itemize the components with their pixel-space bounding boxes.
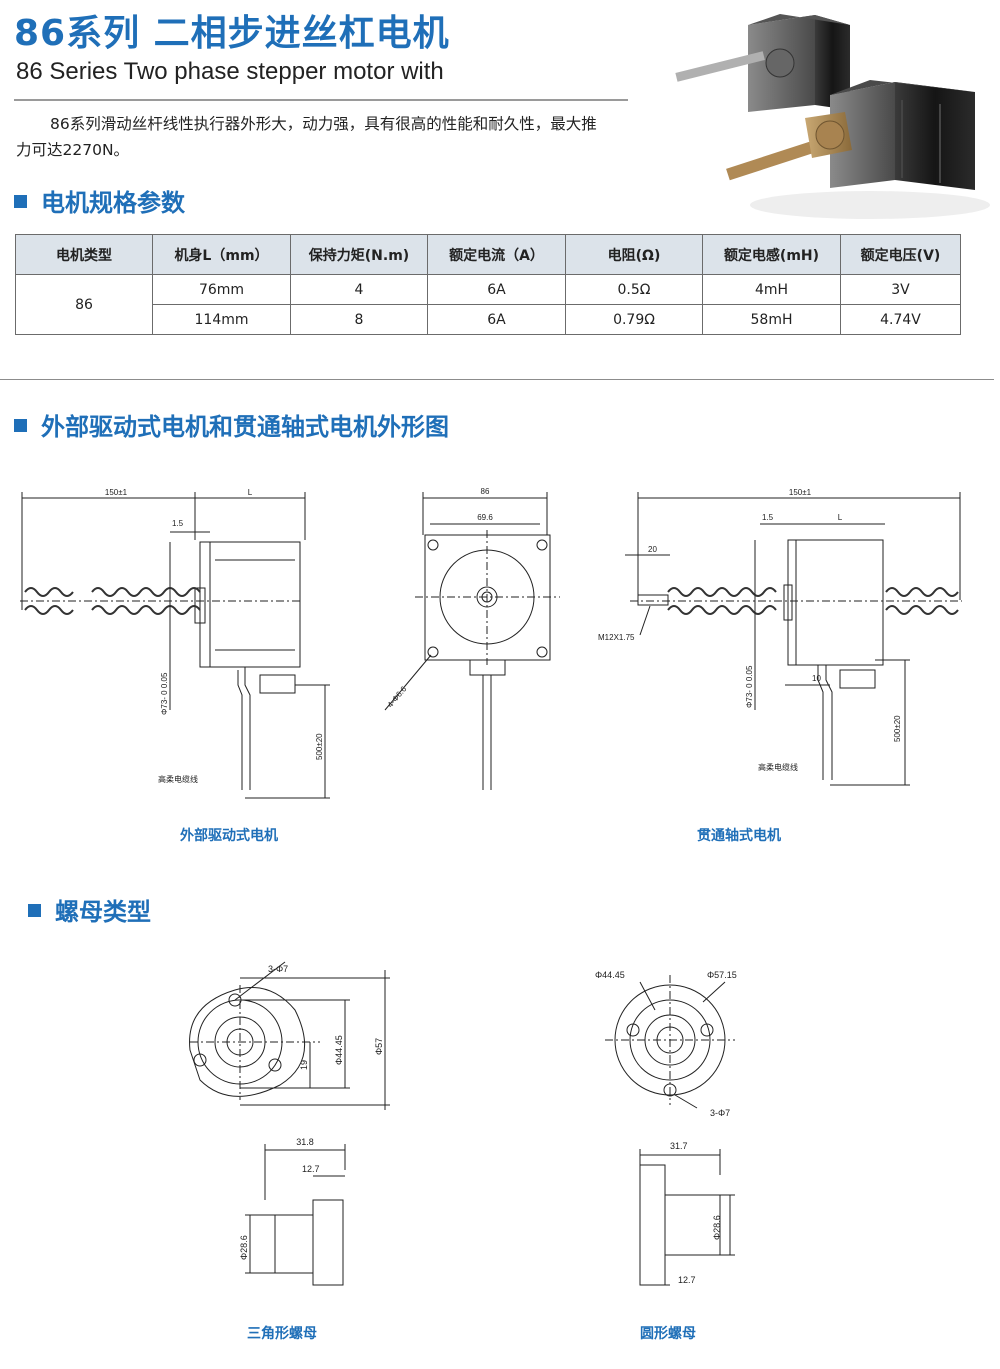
section-nut-label: 螺母类型 (55, 898, 151, 926)
page-subtitle: 86 Series Two phase stepper motor with (16, 58, 444, 85)
table-cell: 0.79Ω (565, 304, 703, 335)
table-row: 114mm 8 6A 0.79Ω 58mH 4.74V (16, 304, 961, 335)
section-spec-title: 电机规格参数 (14, 183, 185, 218)
table-cell: 0.5Ω (565, 274, 703, 305)
dim-20: 20 (648, 545, 657, 554)
dim-86: 86 (481, 487, 490, 496)
dim-thread: M12X1.75 (598, 633, 635, 642)
dim-1-5: 1.5 (762, 513, 774, 522)
dim-holes: 3-Φ7 (710, 1108, 730, 1118)
section-outline-label: 外部驱动式电机和贯通轴式电机外形图 (41, 413, 449, 441)
section-spec-label: 电机规格参数 (41, 189, 185, 217)
table-cell-motor-type: 86 (15, 274, 153, 335)
dim-44-45: Φ44.45 (595, 970, 625, 980)
dim-150: 150±1 (789, 488, 812, 497)
table-header-cell: 额定电感(mH) (702, 234, 841, 275)
section-outline-title: 外部驱动式电机和贯通轴式电机外形图 (14, 407, 449, 442)
section-divider (0, 379, 994, 380)
table-header-cell: 电机类型 (15, 234, 153, 275)
external-motor-caption: 外部驱动式电机 (180, 828, 278, 844)
table-header-cell: 电阻(Ω) (565, 234, 703, 275)
external-motor-drawing: 150±1 L 1.5 Φ73- 0 0.05 500±20 高柔电缆线 (20, 488, 330, 799)
dim-phi73: Φ73- 0 0.05 (160, 672, 169, 715)
dim-holes: 4-Φ6.6 (386, 684, 409, 709)
spec-table: 电机类型 机身L（mm） 保持力矩(N.m) 额定电流（A） 电阻(Ω) 额定电… (15, 234, 961, 335)
table-header-cell: 机身L（mm） (152, 234, 291, 275)
dim-1-5: 1.5 (172, 519, 184, 528)
front-view-drawing: 86 69.6 4-Φ6.6 (384, 487, 560, 790)
dim-phi73: Φ73- 0 0.05 (745, 665, 754, 708)
dim-500: 500±20 (893, 715, 902, 742)
dim-31-8: 31.8 (296, 1137, 314, 1147)
through-motor-caption: 贯通轴式电机 (697, 828, 781, 844)
tri-nut-top-drawing: 3-Φ7 Φ57 Φ44.45 19 (189, 961, 390, 1110)
bullet-marker (14, 195, 27, 208)
table-cell: 76mm (152, 274, 291, 305)
tri-nut-caption: 三角形螺母 (247, 1326, 317, 1342)
dim-holes: 3-Φ7 (268, 964, 288, 974)
bullet-marker (14, 419, 27, 432)
through-motor-drawing: 150±1 L 1.5 20 M12X1.75 Φ73- 0 0.05 10 5… (598, 488, 962, 786)
dim-57: Φ57 (374, 1038, 384, 1055)
tri-nut-side-drawing: 31.8 12.7 Φ28.6 (239, 1137, 346, 1286)
table-header-cell: 额定电压(V) (840, 234, 961, 275)
dim-12-7: 12.7 (678, 1275, 696, 1285)
round-nut-side-drawing: 31.7 Φ28.6 12.7 (639, 1141, 735, 1286)
table-cell: 114mm (152, 304, 291, 335)
dim-44-45: Φ44.45 (334, 1035, 344, 1065)
table-cell: 6A (427, 304, 566, 335)
section-nut-title: 螺母类型 (28, 892, 151, 927)
cable-label: 高柔电缆线 (158, 774, 198, 784)
table-cell: 4.74V (840, 304, 961, 335)
table-cell: 3V (840, 274, 961, 305)
dim-28-6: Φ28.6 (712, 1215, 722, 1240)
dim-28-6: Φ28.6 (239, 1235, 249, 1260)
round-nut-top-drawing: Φ44.45 Φ57.15 3-Φ7 (595, 970, 737, 1118)
dim-31-7: 31.7 (670, 1141, 688, 1151)
intro-paragraph: 86系列滑动丝杆线性执行器外形大，动力强，具有很高的性能和耐久性，最大推力可达2… (16, 115, 597, 159)
table-cell: 4mH (702, 274, 841, 305)
cable-label: 高柔电缆线 (758, 762, 798, 772)
title-divider (14, 99, 628, 101)
table-cell: 8 (290, 304, 428, 335)
dim-69-6: 69.6 (477, 513, 493, 522)
dim-L: L (838, 513, 843, 522)
dim-19: 19 (299, 1060, 309, 1070)
dim-150: 150±1 (105, 488, 128, 497)
dim-57-15: Φ57.15 (707, 970, 737, 980)
product-photo (675, 14, 990, 219)
bullet-marker (28, 904, 41, 917)
table-cell: 4 (290, 274, 428, 305)
dim-10: 10 (812, 674, 821, 683)
dim-L: L (248, 488, 253, 497)
dim-500: 500±20 (315, 733, 324, 760)
table-header-cell: 保持力矩(N.m) (290, 234, 428, 275)
table-header-row: 电机类型 机身L（mm） 保持力矩(N.m) 额定电流（A） 电阻(Ω) 额定电… (15, 234, 961, 275)
table-header-cell: 额定电流（A） (427, 234, 566, 275)
table-cell: 58mH (702, 304, 841, 335)
round-nut-caption: 圆形螺母 (640, 1326, 696, 1342)
table-row: 86 76mm 4 6A 0.5Ω 4mH 3V (15, 274, 961, 335)
page-title: 86系列 二相步进丝杠电机 (14, 13, 450, 54)
table-cell: 6A (427, 274, 566, 305)
dim-12-7: 12.7 (302, 1164, 320, 1174)
